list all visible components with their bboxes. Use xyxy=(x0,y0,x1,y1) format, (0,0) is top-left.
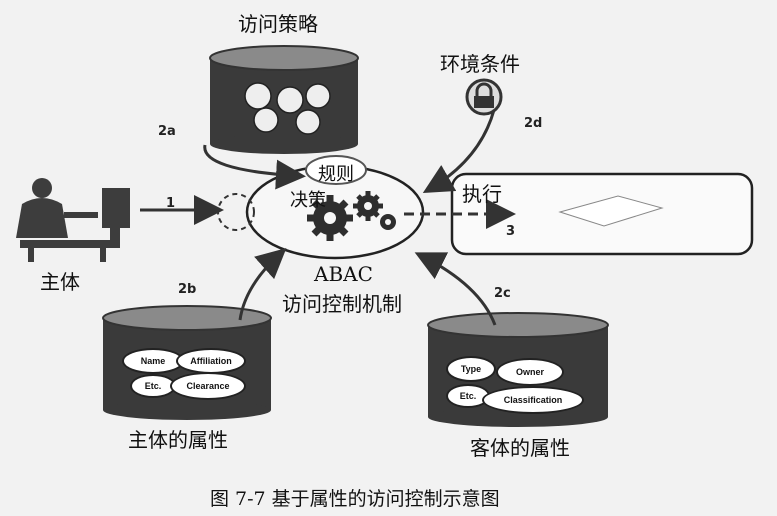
object-attr-pill: Owner xyxy=(496,358,564,386)
policy-label: 访问策略 xyxy=(238,12,318,36)
decision-label: 决策 xyxy=(290,190,326,211)
arrow-2c xyxy=(414,252,497,326)
subject-attr-pill: Name xyxy=(122,348,184,374)
object-attributes-label: 客体的属性 xyxy=(470,436,570,460)
subject-person-icon xyxy=(16,178,130,262)
lock-icon xyxy=(465,78,503,116)
arrow-2a xyxy=(203,144,306,190)
step-2c-label: 2c xyxy=(494,286,511,301)
step-1-label: 1 xyxy=(166,196,176,211)
arrow-2d xyxy=(422,109,496,193)
environment-label: 环境条件 xyxy=(440,52,520,76)
policy-cylinder xyxy=(209,45,359,154)
mechanism-label: 访问控制机制 xyxy=(282,292,402,316)
step-3-label: 3 xyxy=(506,224,516,239)
subject-attributes-label: 主体的属性 xyxy=(128,428,228,452)
rules-label: 规则 xyxy=(318,164,354,185)
object-attr-pill: Etc. xyxy=(446,384,490,408)
gear-icon xyxy=(307,191,396,241)
rules-oval xyxy=(305,155,367,185)
subject-attr-pill: Clearance xyxy=(170,372,246,400)
step-2a-label: 2a xyxy=(158,124,176,139)
arrow-2b xyxy=(238,248,287,321)
abac-label: ABAC xyxy=(314,262,373,286)
subject-attr-pill: Affiliation xyxy=(176,348,246,374)
object-attr-pill: Classification xyxy=(482,386,584,414)
subject-attr-pill: Etc. xyxy=(130,374,176,398)
subject-label: 主体 xyxy=(40,270,80,294)
step-2b-label: 2b xyxy=(178,282,197,297)
step-2d-label: 2d xyxy=(524,116,543,131)
object-attr-pill: Type xyxy=(446,356,496,382)
execute-label: 执行 xyxy=(462,182,502,206)
resource-sheet-icon xyxy=(558,195,664,227)
figure-caption: 图 7-7 基于属性的访问控制示意图 xyxy=(210,488,500,510)
gauge-icons xyxy=(244,82,331,135)
